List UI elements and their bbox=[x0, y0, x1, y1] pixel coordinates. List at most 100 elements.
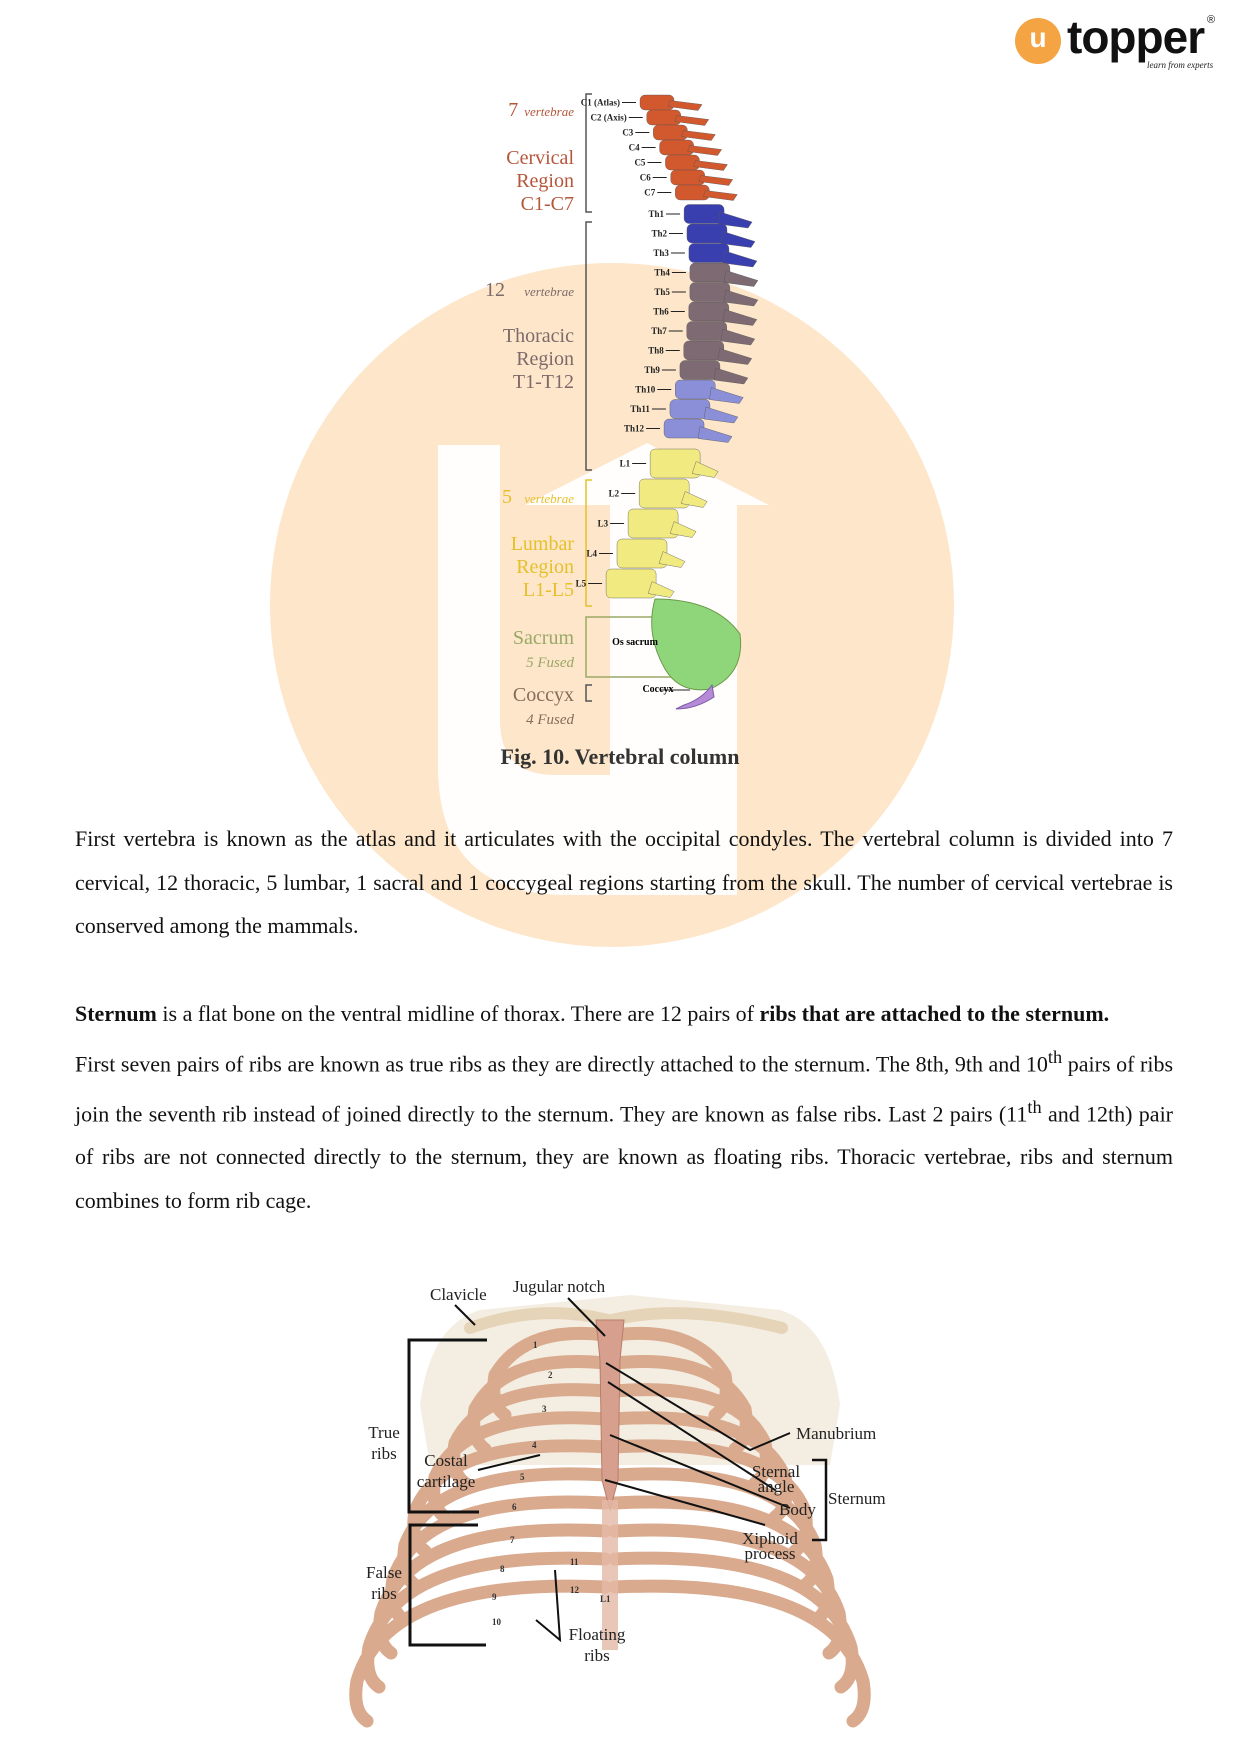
rib-number: 2 bbox=[548, 1370, 553, 1380]
rib-number: 7 bbox=[510, 1535, 515, 1545]
spinous-process bbox=[691, 461, 719, 478]
rib-cage-drawing bbox=[349, 1295, 871, 1728]
rib-number: 8 bbox=[500, 1564, 505, 1574]
vertebra-label: L2 bbox=[609, 489, 620, 499]
label-false-ribs-1: False bbox=[366, 1563, 402, 1582]
spine-column bbox=[602, 1500, 618, 1650]
cervical-count: 7 bbox=[508, 99, 518, 121]
lumbar-range: L1-L5 bbox=[523, 579, 574, 601]
spinous-process bbox=[647, 581, 675, 598]
coccyx-bone-label: Coccyx bbox=[642, 684, 673, 695]
spinous-process bbox=[687, 145, 722, 156]
vertebra-label: C6 bbox=[640, 173, 651, 183]
spinous-process bbox=[681, 130, 716, 141]
thoracic-count: 12 bbox=[485, 279, 505, 301]
clavicles bbox=[464, 1307, 788, 1334]
vertebra-label: L3 bbox=[598, 519, 609, 529]
label-costal-2: cartilage bbox=[417, 1472, 476, 1491]
label-xiphoid-2: process bbox=[745, 1544, 796, 1563]
paragraph-ribs: First seven pairs of ribs are known as t… bbox=[75, 1036, 1173, 1223]
bold-term: Sternum bbox=[75, 1001, 157, 1026]
spinous-process bbox=[698, 175, 734, 186]
label-body: Body bbox=[779, 1500, 816, 1519]
label-false-ribs-2: ribs bbox=[371, 1584, 397, 1603]
spinous-process bbox=[669, 521, 697, 538]
rib-number: 9 bbox=[492, 1592, 497, 1602]
spinous-process bbox=[667, 100, 703, 111]
cervical-region-word: Region bbox=[516, 170, 574, 192]
vertebra-label: Th2 bbox=[651, 229, 667, 239]
rib-number: 6 bbox=[512, 1502, 517, 1512]
thoracic-name: Thoracic bbox=[503, 325, 574, 347]
thoracic-count-unit: vertebrae bbox=[524, 284, 574, 299]
topper-logo[interactable]: u topper ® learn from experts bbox=[1015, 11, 1225, 76]
coccyx-bracket bbox=[585, 684, 592, 702]
spinous-process bbox=[720, 328, 756, 346]
spinous-process bbox=[717, 348, 753, 365]
superscript: th bbox=[1027, 1096, 1042, 1117]
spinous-process bbox=[717, 211, 753, 229]
lumbar-count: 5 bbox=[502, 486, 512, 508]
sternum-bracket bbox=[812, 1458, 828, 1542]
vertebra-label: Th7 bbox=[651, 326, 667, 336]
spinous-process bbox=[680, 491, 708, 508]
label-xiphoid-1: Xiphoid bbox=[742, 1529, 798, 1548]
logo-tagline: learn from experts bbox=[1147, 60, 1214, 70]
spinous-process bbox=[693, 160, 728, 171]
vertebra-label: Th9 bbox=[644, 365, 660, 375]
vertebra-label: Th8 bbox=[648, 346, 664, 356]
false-ribs-bracket bbox=[408, 1523, 486, 1647]
thoracic-range: T1-T12 bbox=[513, 371, 574, 393]
vertebra-label: Th6 bbox=[653, 307, 669, 317]
cervical-range: C1-C7 bbox=[521, 193, 574, 215]
paragraph-vertebral-column: First vertebra is known as the atlas and… bbox=[75, 817, 1173, 948]
spinous-process bbox=[723, 289, 759, 307]
spinous-process bbox=[703, 406, 739, 424]
spinous-process bbox=[713, 367, 749, 385]
lumbar-region-word: Region bbox=[516, 556, 574, 578]
superscript: th bbox=[1047, 1046, 1063, 1067]
paragraph-text: Sternum is a flat bone on the ventral mi… bbox=[75, 992, 1173, 1036]
vertebra-label: C3 bbox=[622, 128, 633, 138]
vertebra-label: C7 bbox=[644, 188, 655, 198]
spinous-process bbox=[674, 115, 710, 126]
vertebra-label: L1 bbox=[620, 459, 631, 469]
coccyx-bone bbox=[675, 683, 715, 710]
vertebral-column-figure: 7 vertebrae Cervical Region C1-C7 verteb… bbox=[485, 93, 759, 728]
rib-number: L1 bbox=[600, 1594, 611, 1604]
vertebra-label: Th1 bbox=[649, 209, 665, 219]
spinous-process bbox=[658, 551, 686, 568]
label-clavicle: Clavicle bbox=[430, 1285, 487, 1304]
label-manubrium: Manubrium bbox=[796, 1424, 876, 1443]
coccyx-fused: 4 Fused bbox=[526, 712, 574, 728]
vertebra-label: L4 bbox=[586, 549, 597, 559]
lumbar-bracket bbox=[585, 479, 592, 607]
spinous-process bbox=[697, 426, 733, 443]
rib-right bbox=[608, 1579, 871, 1728]
spinous-process bbox=[709, 387, 744, 404]
label-jugular-notch: Jugular notch bbox=[513, 1277, 606, 1296]
coccyx-name: Coccyx bbox=[513, 684, 574, 706]
thoracic-region-word: Region bbox=[516, 348, 574, 370]
rib-number: 3 bbox=[542, 1404, 547, 1414]
registered-mark: ® bbox=[1207, 14, 1216, 26]
rib-left bbox=[349, 1579, 612, 1728]
cervical-name: Cervical bbox=[506, 147, 574, 169]
paragraph-sternum: Sternum is a flat bone on the ventral mi… bbox=[75, 992, 1173, 1223]
label-sternum: Sternum bbox=[828, 1489, 886, 1508]
cervical-count-unit: vertebrae bbox=[524, 104, 574, 119]
logo-name: topper bbox=[1067, 11, 1205, 63]
thoracic-bracket bbox=[585, 221, 592, 471]
sacrum-name: Sacrum bbox=[513, 627, 575, 649]
vertebra-label: Th5 bbox=[654, 287, 670, 297]
label-sternal-angle-2: angle bbox=[758, 1477, 795, 1496]
rib-number: 11 bbox=[570, 1557, 579, 1567]
label-costal-1: Costal bbox=[424, 1451, 468, 1470]
bold-term: ribs that are attached to the sternum. bbox=[759, 1001, 1110, 1026]
true-ribs-bracket bbox=[407, 1338, 487, 1514]
cervical-bracket bbox=[585, 93, 592, 213]
label-sternal-angle-1: Sternal bbox=[752, 1462, 800, 1481]
vertebra-label: L5 bbox=[576, 579, 587, 589]
